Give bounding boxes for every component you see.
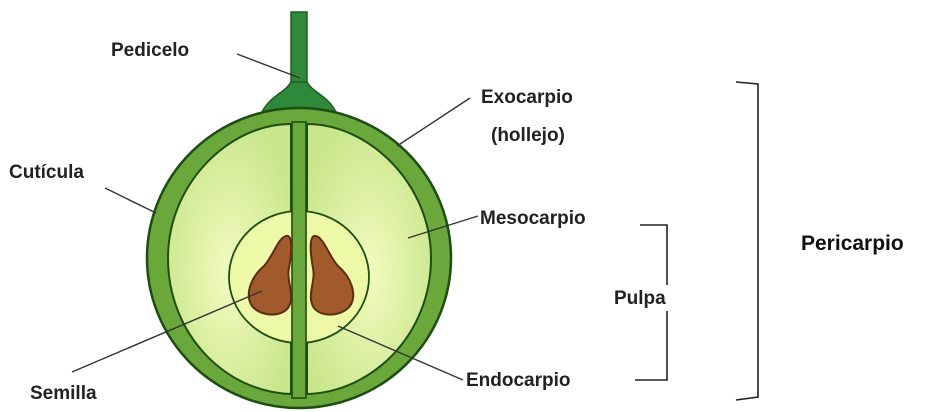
pericarpio-bracket <box>736 82 758 400</box>
label-hollejo: (hollejo) <box>491 125 565 146</box>
label-mesocarpio: Mesocarpio <box>480 208 586 229</box>
leader-cuticula <box>105 188 156 213</box>
leader-exocarpio <box>397 98 470 146</box>
pulpa-bracket <box>640 225 667 285</box>
pulpa-bracket-lower <box>635 311 667 380</box>
label-semilla: Semilla <box>30 383 97 404</box>
label-cuticula: Cutícula <box>9 162 84 183</box>
label-endocarpio: Endocarpio <box>466 370 571 391</box>
label-pericarpio: Pericarpio <box>801 232 904 255</box>
label-pedicelo: Pedicelo <box>111 40 189 61</box>
label-exocarpio: Exocarpio <box>481 87 573 108</box>
label-pulpa: Pulpa <box>614 288 666 309</box>
central-septum <box>292 122 306 398</box>
